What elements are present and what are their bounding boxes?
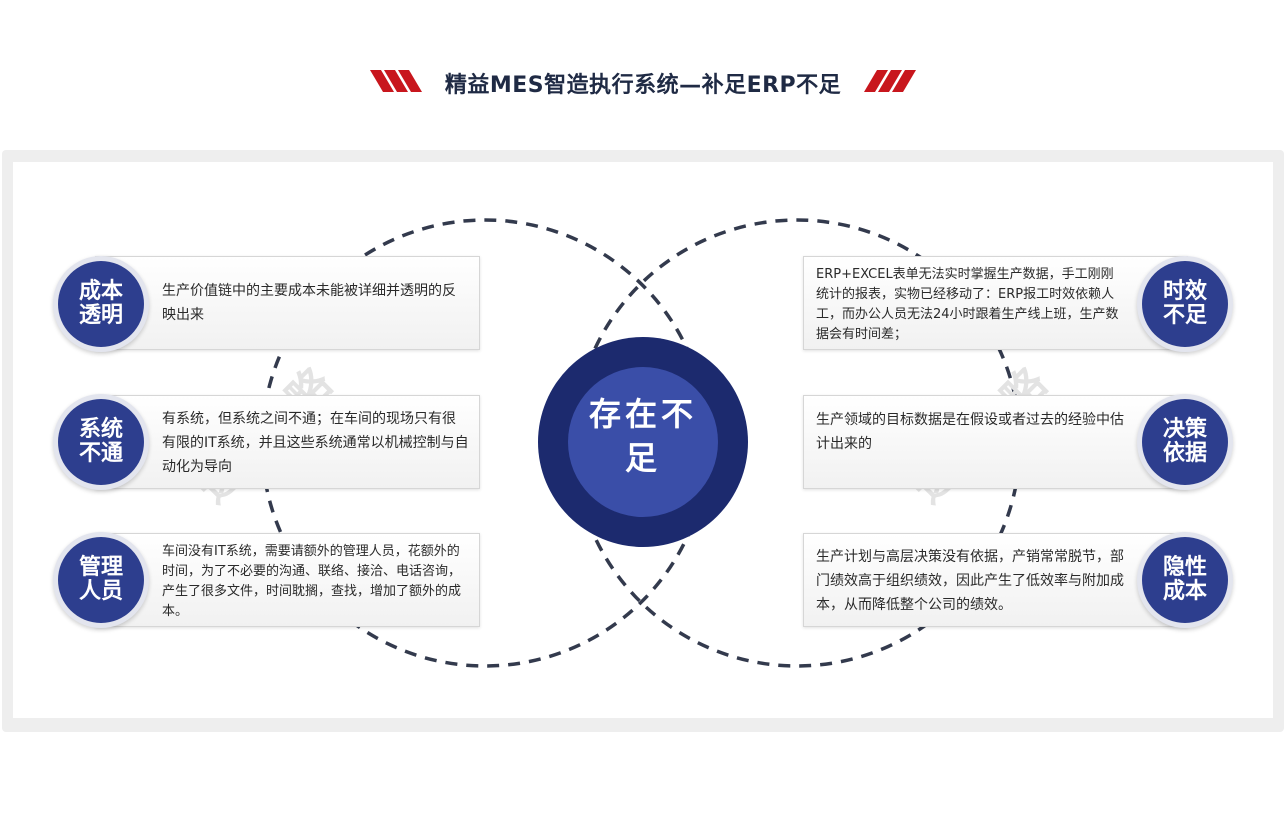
badge-label: 系统不通 — [58, 399, 144, 485]
badge-label: 时效不足 — [1142, 261, 1228, 347]
cost-transparency-badge: 成本透明 — [53, 256, 149, 352]
badge-label: 决策依据 — [1142, 399, 1228, 485]
system-disconnect-badge: 系统不通 — [53, 394, 149, 490]
header: 精益MES智造执行系统—补足ERP不足 — [0, 58, 1286, 104]
stripes-right-icon — [864, 70, 916, 92]
decision-basis-card: 生产领域的目标数据是在假设或者过去的经验中估计出来的 — [803, 395, 1188, 489]
timeliness-badge: 时效不足 — [1137, 256, 1233, 352]
timeliness-card: ERP+EXCEL表单无法实时掌握生产数据，手工刚刚统计的报表，实物已经移动了：… — [803, 256, 1188, 350]
card-text: 车间没有IT系统，需要请额外的管理人员，花额外的时间，为了不必要的沟通、联络、接… — [162, 544, 462, 619]
badge-label: 隐性成本 — [1142, 537, 1228, 623]
hidden-cost-card: 生产计划与高层决策没有依据，产销常常脱节，部门绩效高于组织绩效，因此产生了低效率… — [803, 533, 1188, 627]
card-text: ERP+EXCEL表单无法实时掌握生产数据，手工刚刚统计的报表，实物已经移动了：… — [816, 267, 1119, 342]
badge-label: 成本透明 — [58, 261, 144, 347]
card-text: 生产领域的目标数据是在假设或者过去的经验中估计出来的 — [816, 412, 1124, 452]
center-inner-circle — [568, 367, 718, 517]
center-label: 存在不足 — [588, 395, 697, 477]
card-text: 生产价值链中的主要成本未能被详细并透明的反映出来 — [162, 283, 456, 323]
system-disconnect-card: 有系统，但系统之间不通；在车间的现场只有很有限的IT系统，并且这些系统通常以机械… — [95, 395, 480, 489]
card-text: 有系统，但系统之间不通；在车间的现场只有很有限的IT系统，并且这些系统通常以机械… — [162, 411, 469, 475]
stripes-left-icon — [370, 70, 422, 92]
management-staff-card: 车间没有IT系统，需要请额外的管理人员，花额外的时间，为了不必要的沟通、联络、接… — [95, 533, 480, 627]
decision-basis-badge: 决策依据 — [1137, 394, 1233, 490]
management-staff-badge: 管理人员 — [53, 532, 149, 628]
hidden-cost-badge: 隐性成本 — [1137, 532, 1233, 628]
page-title: 精益MES智造执行系统—补足ERP不足 — [444, 73, 842, 98]
badge-label: 管理人员 — [58, 537, 144, 623]
card-text: 生产计划与高层决策没有依据，产销常常脱节，部门绩效高于组织绩效，因此产生了低效率… — [816, 549, 1124, 613]
cost-transparency-card: 生产价值链中的主要成本未能被详细并透明的反映出来 — [95, 256, 480, 350]
